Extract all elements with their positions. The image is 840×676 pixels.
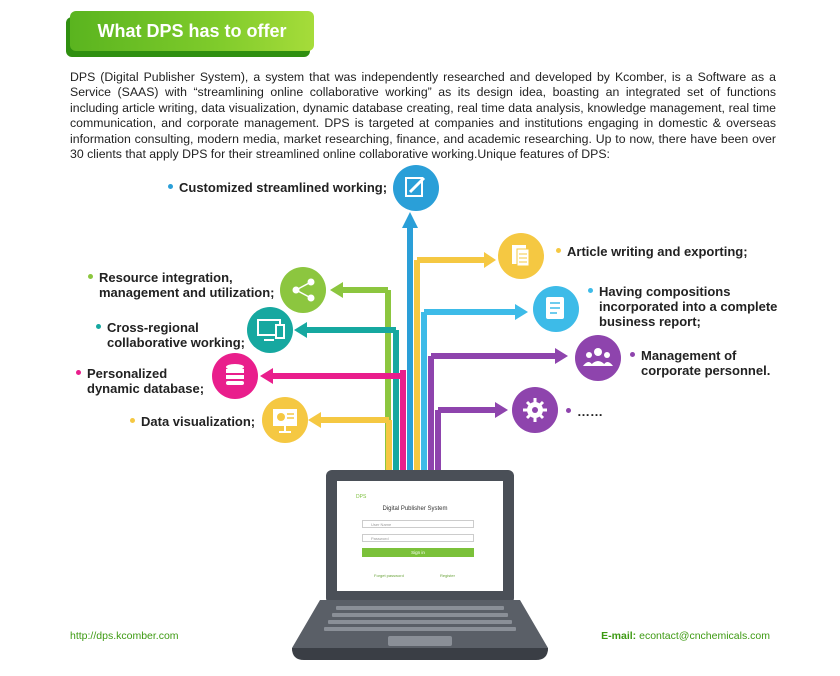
label-article: Article writing and exporting; <box>556 244 748 259</box>
screen-password-field: Password <box>362 534 474 542</box>
screen-sign-in-button: Sign in <box>362 548 474 557</box>
screen-register-link: Register <box>440 573 455 578</box>
share-icon <box>280 267 326 313</box>
bullet-dot <box>76 370 81 376</box>
label-more-text: …… <box>577 404 603 419</box>
label-personalized-line1: Personalized <box>87 366 168 381</box>
laptop-screen <box>337 481 503 591</box>
footer-email-label: E-mail: <box>601 630 637 642</box>
bullet-dot <box>566 408 571 414</box>
database-icon <box>212 353 258 399</box>
label-management-line1: Management of <box>641 348 737 363</box>
arrow-compositions <box>424 304 528 320</box>
footer-email-link[interactable]: econtact@cnchemicals.com <box>639 630 770 642</box>
label-customized: Customized streamlined working; <box>168 180 387 195</box>
report-icon <box>533 286 579 332</box>
label-personalized-line2: dynamic database; <box>87 381 205 396</box>
devices-icon <box>247 307 293 353</box>
document-icon <box>498 233 544 279</box>
bullet-dot <box>588 288 593 294</box>
label-resource: Resource integration, management and uti… <box>88 270 275 300</box>
label-management: Management of corporate personnel. <box>630 348 770 378</box>
bullet-dot <box>88 274 93 280</box>
laptop-keyboard <box>324 606 516 631</box>
label-data-vis-text: Data visualization; <box>141 414 256 429</box>
label-cross-regional: Cross-regional collaborative working; <box>96 320 245 350</box>
arrow-resource <box>330 282 388 298</box>
label-data-vis: Data visualization; <box>130 414 255 429</box>
screen-forgot-link: Forget password <box>374 573 404 578</box>
label-customized-text: Customized streamlined working; <box>179 180 388 195</box>
laptop-touchpad <box>388 636 452 646</box>
screen-app-title: Digital Publisher System <box>382 506 448 512</box>
bullet-dot <box>556 248 561 254</box>
label-management-line2: corporate personnel. <box>641 363 771 378</box>
label-compositions: Having compositions incorporated into a … <box>588 284 777 329</box>
bullet-dot <box>96 324 101 330</box>
label-compositions-line3: business report; <box>599 314 701 329</box>
label-article-text: Article writing and exporting; <box>567 244 748 259</box>
arrow-customized <box>402 212 418 228</box>
bullet-dot <box>630 352 635 358</box>
bullet-dot <box>130 418 135 424</box>
chart-icon <box>262 397 308 443</box>
arrow-cross-regional <box>294 322 396 338</box>
intro-paragraph: DPS (Digital Publisher System), a system… <box>70 70 776 162</box>
edit-icon <box>393 165 439 211</box>
header-bar <box>70 11 314 51</box>
screen-logo: DPS <box>356 494 367 500</box>
arrow-management <box>431 348 568 364</box>
section-header: What DPS has to offer <box>66 11 314 57</box>
arrow-more <box>438 402 508 418</box>
label-personalized: Personalized dynamic database; <box>76 366 204 396</box>
arrow-personalized <box>260 368 403 384</box>
label-compositions-line1: Having compositions <box>599 284 731 299</box>
footer-email: E-mail: econtact@cnchemicals.com <box>601 630 770 642</box>
footer-url[interactable]: http://dps.kcomber.com <box>70 630 179 642</box>
bullet-dot <box>168 184 173 190</box>
header-title: What DPS has to offer <box>97 21 287 41</box>
arrow-data-vis <box>308 412 389 428</box>
people-icon <box>575 335 621 381</box>
label-cross-regional-line2: collaborative working; <box>107 335 245 350</box>
gear-icon <box>512 387 558 433</box>
label-compositions-line2: incorporated into a complete <box>599 299 778 314</box>
label-more: …… <box>566 404 603 419</box>
laptop <box>292 470 548 660</box>
arrow-article <box>417 252 496 268</box>
label-cross-regional-line1: Cross-regional <box>107 320 199 335</box>
laptop-screen-ui: DPS Digital Publisher System User Name P… <box>346 487 484 587</box>
label-resource-line2: management and utilization; <box>99 285 275 300</box>
label-resource-line1: Resource integration, <box>99 270 233 285</box>
footer-url-link[interactable]: http://dps.kcomber.com <box>70 630 179 642</box>
trunk-lines <box>385 226 441 470</box>
screen-username-field: User Name <box>362 520 474 528</box>
